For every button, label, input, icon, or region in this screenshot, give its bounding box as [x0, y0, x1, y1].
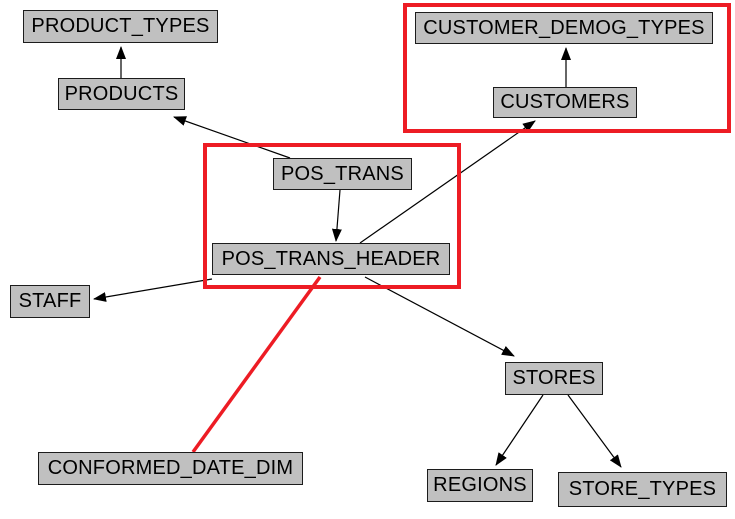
edge-pos-trans-header-to-customers [359, 120, 536, 244]
node-pos-trans-label: POS_TRANS [281, 162, 404, 185]
node-conformed-date-dim[interactable]: CONFORMED_DATE_DIM [38, 452, 303, 485]
edge-pos-trans-header-to-staff [93, 278, 213, 302]
node-customer-demog-types[interactable]: CUSTOMER_DEMOG_TYPES [415, 12, 713, 44]
edge-pos-trans-to-products [173, 116, 291, 159]
node-stores-label: STORES [512, 367, 596, 389]
node-customers-label: CUSTOMERS [500, 91, 630, 113]
node-staff-label: STAFF [18, 290, 82, 312]
node-product-types-label: PRODUCT_TYPES [31, 15, 210, 37]
node-staff[interactable]: STAFF [10, 285, 90, 318]
node-customers[interactable]: CUSTOMERS [493, 87, 637, 118]
edge-pos-trans-to-pos-trans-header [331, 189, 342, 242]
edge-stores-to-regions [495, 394, 544, 466]
node-store-types[interactable]: STORE_TYPES [558, 472, 727, 507]
edge-conformed-date-dim-to-pos-trans-header-red [191, 275, 322, 454]
node-pos-trans[interactable]: POS_TRANS [273, 158, 412, 190]
node-products[interactable]: PRODUCTS [58, 78, 185, 110]
node-stores[interactable]: STORES [505, 362, 603, 395]
node-pos-trans-header-label: POS_TRANS_HEADER [221, 247, 441, 270]
node-regions[interactable]: REGIONS [427, 469, 533, 502]
node-store-types-label: STORE_TYPES [568, 478, 717, 500]
edge-pos-trans-header-to-stores [364, 276, 515, 357]
node-conformed-date-dim-label: CONFORMED_DATE_DIM [47, 457, 294, 479]
node-products-label: PRODUCTS [64, 82, 179, 105]
node-pos-trans-header[interactable]: POS_TRANS_HEADER [212, 243, 450, 275]
node-product-types[interactable]: PRODUCT_TYPES [23, 10, 218, 43]
node-customer-demog-types-label: CUSTOMER_DEMOG_TYPES [423, 16, 705, 39]
edge-stores-to-store-types [567, 394, 622, 468]
node-regions-label: REGIONS [433, 474, 527, 496]
